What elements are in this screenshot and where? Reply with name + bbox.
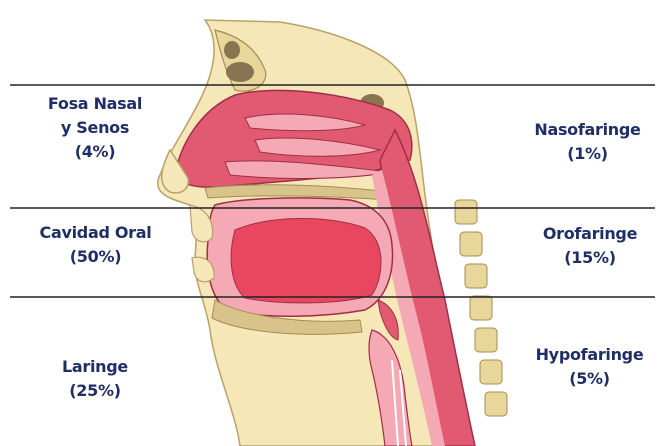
frontal-sinus (224, 41, 240, 59)
label-orofaringe: Orofaringe (15%) (525, 222, 655, 270)
tongue (231, 218, 381, 302)
label-laringe: Laringe (25%) (20, 355, 170, 403)
label-cavidad-oral: Cavidad Oral (50%) (8, 221, 183, 269)
label-hypofaringe: Hypofaringe (5%) (517, 343, 662, 391)
sphenoid-sinus-upper (226, 62, 254, 82)
cervical-spine (455, 200, 507, 416)
label-fosa-nasal: Fosa Nasal y Senos (4%) (10, 92, 180, 164)
label-nasofaringe: Nasofaringe (1%) (515, 118, 660, 166)
